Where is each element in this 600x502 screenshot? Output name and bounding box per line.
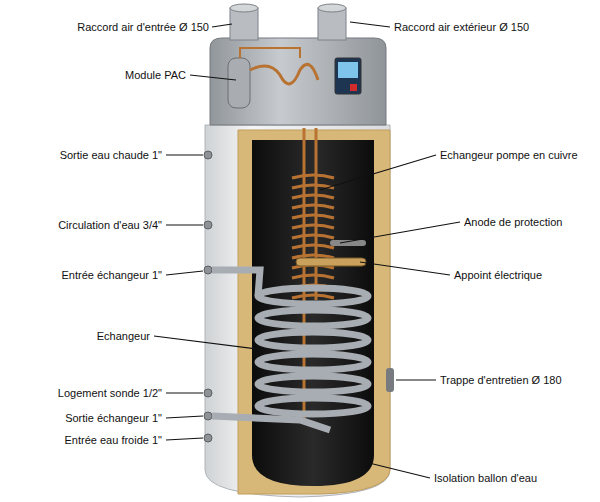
inner-tank	[252, 140, 374, 486]
steel-coil	[212, 270, 368, 430]
part-label: Anode de protection	[463, 216, 563, 229]
part-label: Appoint électrique	[453, 269, 543, 282]
part-label: Raccord air extérieur Ø 150	[393, 21, 530, 34]
part-label: Echangeur pompe en cuivre	[439, 149, 579, 162]
insulation	[238, 130, 390, 494]
heat-pump-module	[210, 38, 386, 125]
part-label: Echangeur	[96, 330, 151, 343]
air-outlet	[318, 8, 346, 40]
air-inlet	[230, 8, 258, 40]
service-hatch	[386, 368, 394, 392]
leader-lines	[154, 22, 460, 478]
part-label: Trappe d'entretien Ø 180	[439, 374, 563, 387]
part-label: Module PAC	[124, 69, 187, 82]
part-label: Entrée eau froide 1"	[64, 434, 163, 447]
ports	[204, 151, 212, 442]
part-label: Circulation d'eau 3/4"	[57, 219, 163, 232]
tank-shell	[205, 125, 390, 497]
part-label: Entrée échangeur 1"	[60, 269, 163, 282]
part-label: Isolation ballon d'eau	[433, 472, 538, 485]
part-label: Raccord air d'entrée Ø 150	[76, 21, 210, 34]
part-label: Logement sonde 1/2"	[57, 387, 163, 400]
part-label: Sortie eau chaude 1"	[59, 149, 163, 162]
part-label: Sortie échangeur 1"	[64, 412, 163, 425]
